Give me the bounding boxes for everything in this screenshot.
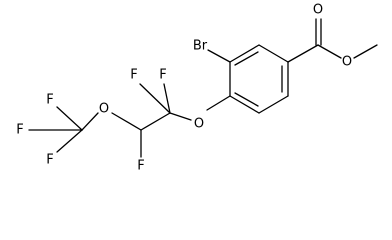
atom-o-ether: O: [194, 117, 204, 132]
bond-ring-br: [207, 49, 231, 63]
bond-oester-methyl: [353, 44, 378, 59]
atom-f-cf2-upper-right: F: [159, 68, 166, 83]
bond-cf2-f-left: [139, 83, 171, 114]
atom-f-cf2-upper-left: F: [130, 68, 137, 83]
ring-bond-c1-c2: [258, 44, 289, 63]
bond-cf2-chf: [140, 112, 171, 131]
bond-cf3-f-bottom: [56, 129, 83, 153]
bond-o-cf3: [81, 112, 99, 131]
atom-f-cf3-top: F: [46, 93, 53, 108]
bond-ring-oether: [206, 95, 231, 111]
bond-carbonyl-oester: [317, 44, 342, 59]
bond-chf-o: [111, 112, 142, 131]
atom-o-ester: O: [342, 55, 352, 70]
bonds: [28, 18, 378, 158]
bond-oether-cf2: [169, 112, 192, 121]
atom-f-chf: F: [137, 159, 144, 174]
atom-f-cf3-bottom: F: [46, 153, 53, 168]
ring-bond-c4-c5-inner: [234, 92, 259, 107]
atom-o-carbonyl: O: [313, 3, 323, 18]
ring-bond-c5-c6: [258, 95, 289, 114]
atom-o-ocf3: O: [99, 102, 109, 117]
atom-br: Br: [193, 39, 208, 54]
atom-f-cf3-left: F: [16, 123, 23, 138]
atom-labels: O O Br O F F O F F F F: [16, 3, 352, 174]
ring-bond-c2-c3-inner: [234, 51, 259, 66]
ring-bond-c2-c3: [229, 44, 260, 63]
ring-bond-c4-c5: [229, 95, 260, 114]
bond-cf2-f-right: [163, 83, 171, 114]
chemical-structure-diagram: O O Br O F F O F F F F: [16, 3, 378, 174]
bond-ring-carbonyl: [287, 44, 319, 63]
bond-cf3-f-top: [56, 106, 83, 131]
